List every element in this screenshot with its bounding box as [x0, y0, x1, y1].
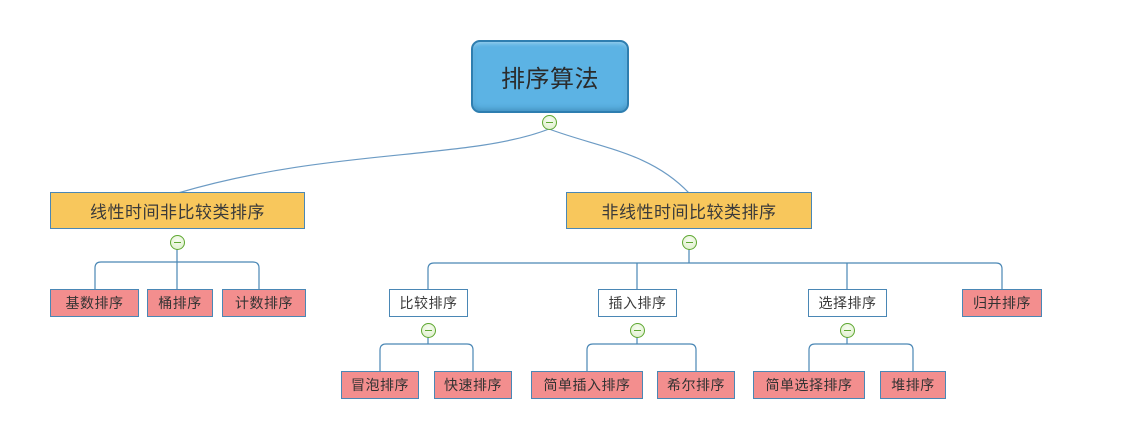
- edge-compare-bar: [379, 343, 474, 371]
- node-branch-linear[interactable]: 线性时间非比较类排序: [50, 192, 305, 229]
- collapse-toggle-compare[interactable]: [421, 323, 436, 338]
- node-mid-insertion-sort-label: 插入排序: [608, 297, 667, 312]
- node-leaf-simple-selection-sort[interactable]: 简单选择排序: [753, 371, 865, 399]
- node-branch-nonlinear-label: 非线性时间比较类排序: [601, 203, 777, 222]
- node-leaf-simple-insertion-sort-label: 简单插入排序: [543, 379, 631, 394]
- node-mid-compare-sort-label: 比较排序: [399, 297, 458, 312]
- node-leaf-shell-sort-label: 希尔排序: [667, 379, 725, 394]
- edge-root-to-left-branch: [177, 128, 550, 194]
- node-mid-insertion-sort[interactable]: 插入排序: [598, 289, 677, 317]
- node-leaf-simple-insertion-sort[interactable]: 简单插入排序: [531, 371, 643, 399]
- edge-insert-bar: [586, 343, 697, 371]
- edge-root-to-right-branch: [548, 128, 690, 194]
- node-leaf-shell-sort[interactable]: 希尔排序: [657, 371, 735, 399]
- collapse-toggle-branch-left[interactable]: [170, 235, 185, 250]
- collapse-toggle-select[interactable]: [840, 323, 855, 338]
- node-mid-compare-sort[interactable]: 比较排序: [389, 289, 468, 317]
- node-branch-linear-label: 线性时间非比较类排序: [90, 203, 265, 222]
- node-leaf-bubble-sort-label: 冒泡排序: [351, 379, 409, 394]
- node-leaf-radix-sort-label: 基数排序: [65, 297, 124, 312]
- collapse-toggle-insert[interactable]: [630, 323, 645, 338]
- edge-select-bar: [808, 343, 914, 371]
- node-leaf-merge-sort-label: 归并排序: [973, 297, 1031, 312]
- node-mid-selection-sort[interactable]: 选择排序: [808, 289, 887, 317]
- collapse-toggle-branch-right[interactable]: [682, 235, 697, 250]
- node-leaf-counting-sort-label: 计数排序: [235, 297, 293, 312]
- node-leaf-bucket-sort-label: 桶排序: [158, 297, 202, 312]
- node-leaf-quick-sort[interactable]: 快速排序: [434, 371, 512, 399]
- node-leaf-bubble-sort[interactable]: 冒泡排序: [341, 371, 419, 399]
- node-leaf-merge-sort[interactable]: 归并排序: [962, 289, 1042, 317]
- node-root[interactable]: 排序算法: [471, 40, 629, 113]
- node-leaf-bucket-sort[interactable]: 桶排序: [147, 289, 213, 317]
- node-leaf-radix-sort[interactable]: 基数排序: [50, 289, 139, 317]
- edge-left-branch-bar: [94, 261, 260, 289]
- node-leaf-heap-sort-label: 堆排序: [891, 379, 935, 394]
- node-leaf-simple-selection-sort-label: 简单选择排序: [765, 379, 853, 394]
- node-branch-nonlinear[interactable]: 非线性时间比较类排序: [566, 192, 812, 229]
- node-root-label: 排序算法: [501, 67, 599, 93]
- node-leaf-counting-sort[interactable]: 计数排序: [222, 289, 306, 317]
- node-leaf-quick-sort-label: 快速排序: [444, 379, 502, 394]
- node-leaf-heap-sort[interactable]: 堆排序: [880, 371, 946, 399]
- collapse-toggle-root[interactable]: [542, 115, 557, 130]
- edge-right-branch-bar: [427, 262, 1003, 289]
- node-mid-selection-sort-label: 选择排序: [818, 297, 877, 312]
